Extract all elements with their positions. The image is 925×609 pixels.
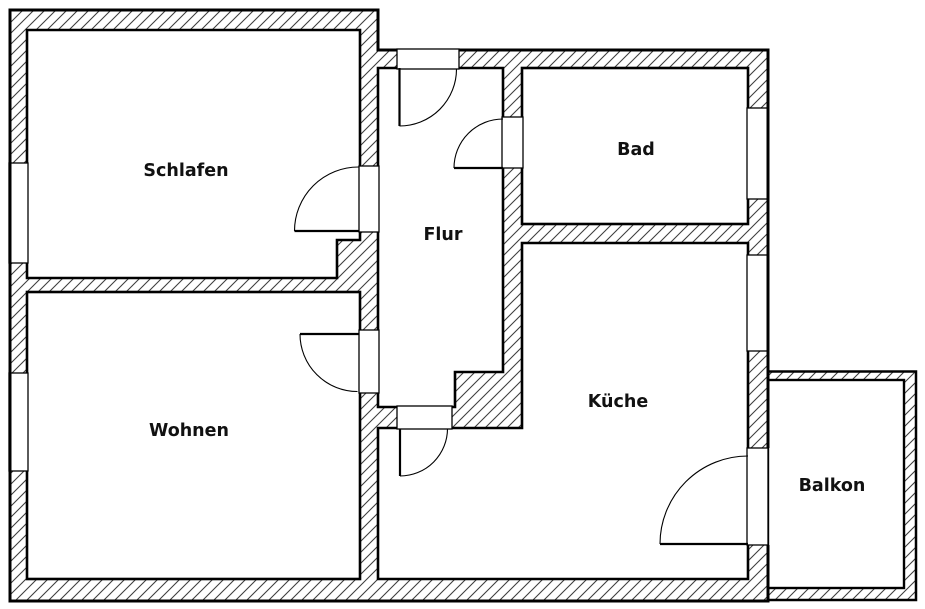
kueche-door-symbol bbox=[398, 428, 449, 477]
room-kueche bbox=[376, 241, 750, 581]
balcony-outline bbox=[769, 370, 918, 602]
door-opening-schlafen bbox=[358, 165, 380, 233]
door-opening-wohnen bbox=[358, 329, 380, 394]
door-symbols bbox=[293, 68, 749, 546]
room-balkon bbox=[766, 378, 906, 590]
window-wohnen-left bbox=[8, 372, 29, 472]
window-schlafen-left bbox=[8, 162, 29, 264]
room-wohnen bbox=[25, 290, 362, 581]
door-opening-bad bbox=[501, 116, 524, 169]
door-swing-arc bbox=[399, 68, 458, 127]
building-outline bbox=[8, 8, 770, 603]
room-shapes bbox=[25, 28, 906, 590]
room-bad bbox=[520, 66, 750, 226]
door-opening-kueche bbox=[396, 405, 453, 430]
entry-door-symbol bbox=[398, 68, 458, 127]
room-labels: Schlafen Wohnen Flur Bad Küche Balkon bbox=[143, 140, 865, 496]
room-label-bad: Bad bbox=[617, 140, 655, 160]
window-kueche-right bbox=[746, 254, 769, 352]
door-opening-balkon bbox=[746, 447, 769, 546]
schlafen-door-symbol bbox=[293, 166, 359, 233]
room-label-wohnen: Wohnen bbox=[149, 421, 229, 441]
room-label-flur: Flur bbox=[423, 225, 462, 245]
room-label-balkon: Balkon bbox=[799, 476, 866, 496]
bad-door-symbol bbox=[453, 118, 504, 170]
room-flur bbox=[376, 66, 505, 409]
window-bad-right bbox=[746, 107, 769, 200]
door-swing-arc bbox=[453, 118, 504, 169]
door-swing-arc bbox=[659, 455, 749, 545]
door-openings bbox=[358, 48, 769, 546]
door-swing-arc bbox=[293, 166, 359, 232]
room-label-kueche: Küche bbox=[588, 392, 649, 412]
room-label-schlafen: Schlafen bbox=[143, 161, 228, 181]
balkon-door-symbol bbox=[659, 455, 749, 546]
door-swing-arc bbox=[299, 333, 358, 393]
room-schlafen bbox=[25, 28, 362, 280]
door-opening-entry bbox=[396, 48, 460, 70]
wohnen-door-symbol bbox=[299, 332, 359, 393]
door-swing-arc bbox=[399, 428, 449, 477]
